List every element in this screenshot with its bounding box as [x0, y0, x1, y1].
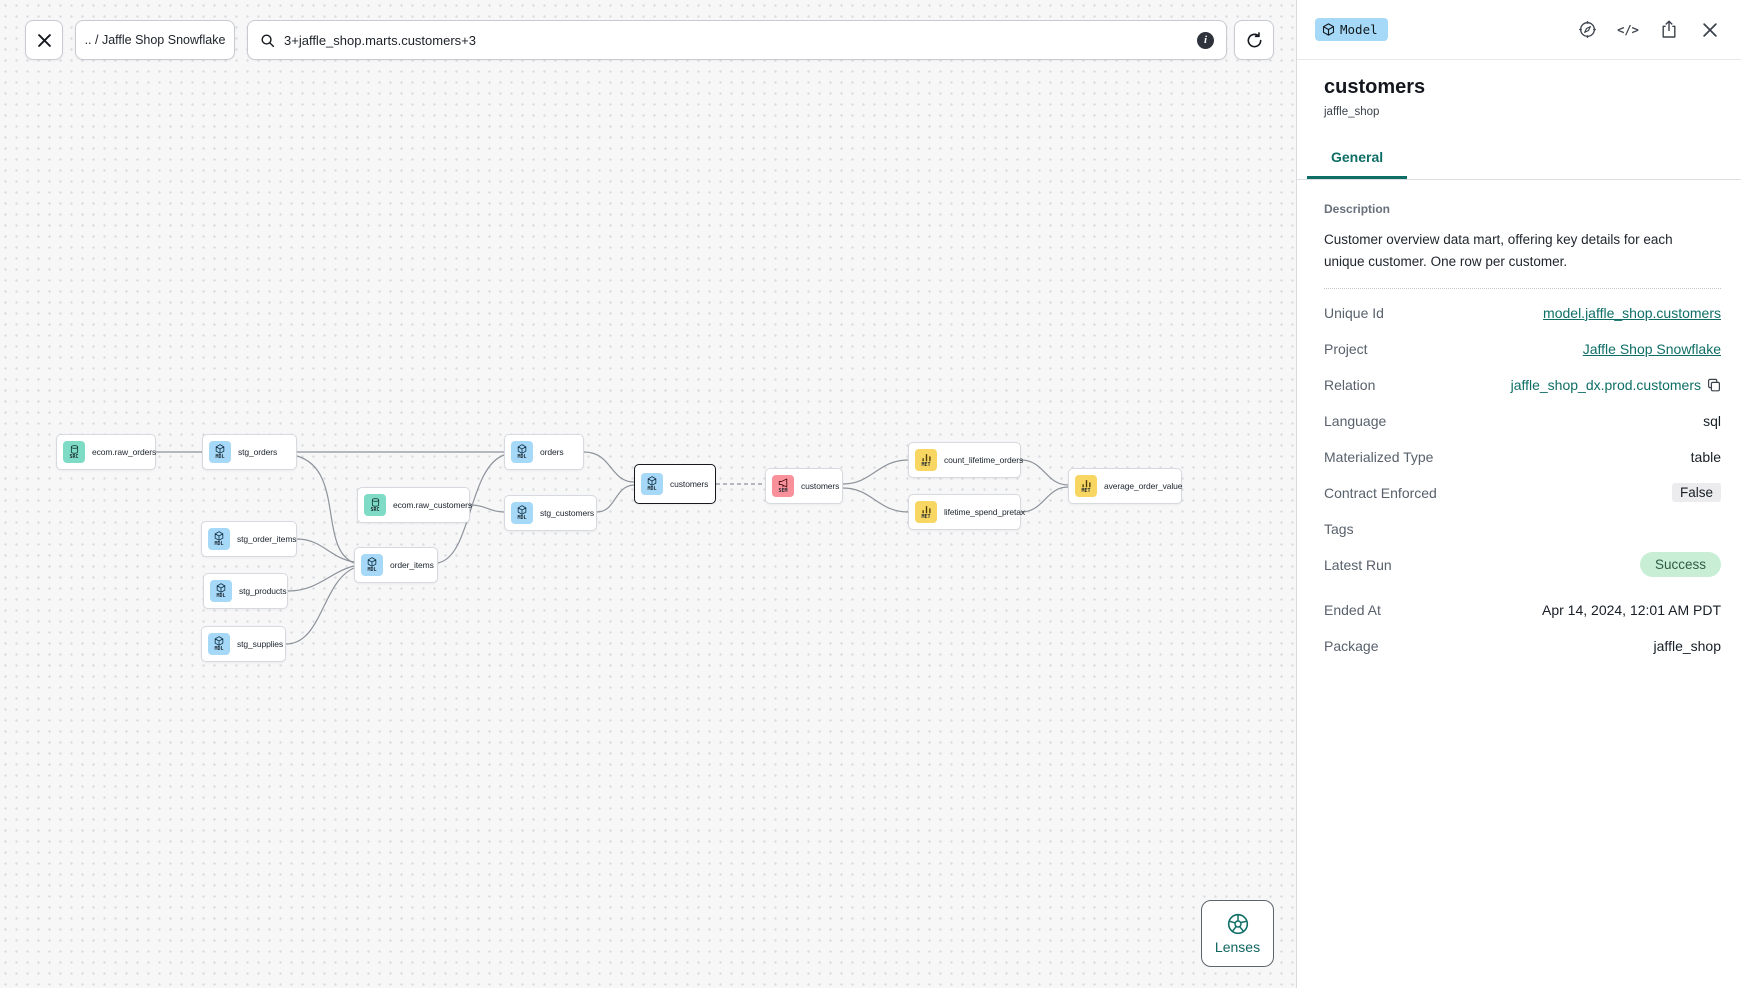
- dag-node-customers-semantic[interactable]: SEM customers: [765, 468, 843, 504]
- contract-enforced-chip: False: [1671, 483, 1721, 503]
- dag-node-count-lifetime-orders[interactable]: MET count_lifetime_orders: [908, 442, 1023, 478]
- divider: [1324, 287, 1721, 289]
- metric-icon: MET: [1075, 475, 1097, 497]
- panel-header: Model </>: [1297, 0, 1741, 60]
- close-panel-button[interactable]: [1699, 19, 1721, 41]
- share-button[interactable]: [1658, 19, 1680, 41]
- close-icon: [37, 33, 51, 47]
- field-row-project: Project Jaffle Shop Snowflake: [1324, 340, 1721, 357]
- refresh-button[interactable]: [1234, 20, 1274, 60]
- lenses-aperture-icon: [1227, 913, 1248, 934]
- relation-value: jaffle_shop_dx.prod.customers: [1510, 376, 1701, 393]
- breadcrumb[interactable]: .. / Jaffle Shop Snowflake: [75, 20, 235, 60]
- model-icon: MDL: [210, 580, 232, 602]
- share-icon: [1662, 20, 1676, 38]
- compass-icon: [1578, 21, 1596, 38]
- dag-node-stg-order-items[interactable]: MDL stg_order_items: [201, 521, 297, 557]
- model-icon: MDL: [208, 633, 230, 655]
- package-subtitle: jaffle_shop: [1324, 106, 1380, 118]
- field-row-contract-enforced: Contract Enforced False: [1324, 475, 1721, 511]
- project-link[interactable]: Jaffle Shop Snowflake: [1582, 340, 1721, 357]
- model-icon: MDL: [361, 554, 383, 576]
- dag-node-stg-orders[interactable]: MDL stg_orders: [202, 434, 297, 470]
- description-label: Description: [1324, 202, 1391, 216]
- details-panel: Model </> customers ja: [1296, 0, 1741, 988]
- dag-node-stg-products[interactable]: MDL stg_products: [203, 573, 288, 609]
- dag-node-stg-customers[interactable]: MDL stg_customers: [504, 495, 597, 531]
- close-icon: [1703, 22, 1717, 37]
- source-icon: SRC: [63, 441, 85, 463]
- model-icon: MDL: [209, 441, 231, 463]
- dag-node-lifetime-spend-pretax[interactable]: MET lifetime_spend_pretax: [908, 494, 1025, 530]
- metric-icon: MET: [915, 449, 937, 471]
- description-text: Customer overview data mart, offering ke…: [1324, 232, 1673, 269]
- refresh-icon: [1247, 31, 1261, 47]
- field-row-package: Package jaffle_shop: [1324, 637, 1721, 654]
- resource-type-badge: Model: [1315, 18, 1388, 41]
- info-icon[interactable]: i: [1197, 31, 1214, 49]
- lenses-button[interactable]: Lenses: [1201, 900, 1274, 967]
- field-row-language: Language sql: [1324, 412, 1721, 429]
- model-icon: MDL: [511, 441, 533, 463]
- page-title: customers: [1324, 76, 1426, 98]
- unique-id-link[interactable]: model.jaffle_shop.customers: [1543, 304, 1721, 321]
- copy-icon[interactable]: [1707, 378, 1721, 392]
- dag-node-stg-supplies[interactable]: MDL stg_supplies: [201, 626, 286, 662]
- dag-node-customers-selected[interactable]: MDL customers: [634, 464, 716, 504]
- lineage-canvas[interactable]: .. / Jaffle Shop Snowflake i SRC ecom.ra…: [0, 0, 1296, 988]
- explore-lineage-button[interactable]: [1576, 19, 1598, 41]
- dag-node-average-order-value[interactable]: MET average_order_value: [1068, 468, 1183, 504]
- source-icon: SRC: [364, 494, 386, 516]
- lineage-search[interactable]: i: [247, 20, 1227, 60]
- model-icon: MDL: [511, 502, 533, 524]
- model-icon: MDL: [208, 528, 230, 550]
- lenses-label: Lenses: [1214, 938, 1261, 955]
- search-input[interactable]: [284, 32, 1188, 48]
- dag-node-ecom-raw-customers[interactable]: SRC ecom.raw_customers: [357, 487, 472, 523]
- view-code-button[interactable]: </>: [1617, 22, 1639, 37]
- tab-general[interactable]: General: [1307, 140, 1408, 179]
- close-lineage-button[interactable]: [25, 20, 63, 60]
- metric-icon: MET: [915, 501, 937, 523]
- field-row-unique-id: Unique Id model.jaffle_shop.customers: [1324, 304, 1721, 321]
- field-row-latest-run: Latest Run Success: [1324, 547, 1721, 583]
- semantic-model-icon: SEM: [772, 475, 794, 497]
- field-row-relation: Relation jaffle_shop_dx.prod.customers: [1324, 367, 1721, 403]
- field-row-tags: Tags: [1324, 520, 1354, 537]
- lineage-edges: [156, 451, 1069, 645]
- field-row-materialized-type: Materialized Type table: [1324, 448, 1721, 465]
- model-icon: MDL: [641, 473, 663, 495]
- dag-node-orders[interactable]: MDL orders: [504, 434, 584, 470]
- breadcrumb-label: .. / Jaffle Shop Snowflake: [84, 33, 226, 47]
- field-row-ended-at: Ended At Apr 14, 2024, 12:01 AM PDT: [1324, 601, 1721, 618]
- panel-tabs: General: [1297, 140, 1741, 180]
- status-badge: Success: [1639, 552, 1721, 578]
- dag-node-ecom-raw-orders[interactable]: SRC ecom.raw_orders: [56, 434, 156, 470]
- model-cube-icon: [1322, 23, 1335, 36]
- dag-node-order-items[interactable]: MDL order_items: [354, 547, 438, 583]
- search-icon: [261, 33, 275, 47]
